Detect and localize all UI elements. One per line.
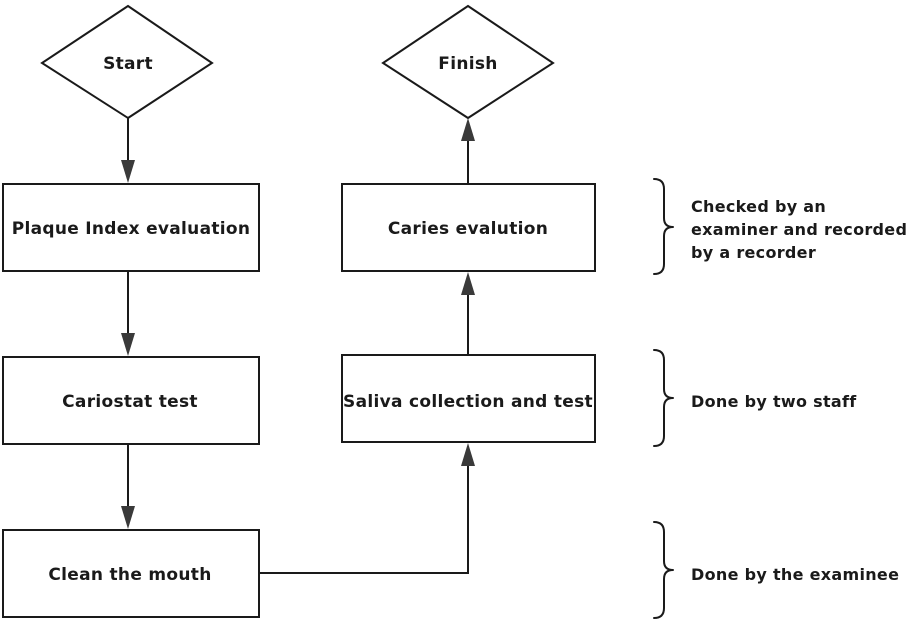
brace-clean — [653, 521, 674, 619]
edge-plaque-to-cariostat — [121, 271, 135, 356]
caries-node: Caries evalution — [341, 183, 596, 272]
plaque-index-label: Plaque Index evaluation — [12, 219, 251, 239]
finish-node: Finish — [381, 4, 555, 120]
brace-saliva — [653, 349, 674, 447]
caries-note-line-3: by a recorder — [691, 243, 816, 262]
finish-label: Finish — [438, 54, 497, 74]
brace-caries — [653, 178, 674, 275]
saliva-label: Saliva collection and test — [343, 392, 593, 412]
clean-annotation: Done by the examinee — [691, 565, 899, 584]
clean-mouth-label: Clean the mouth — [48, 565, 211, 585]
caries-note-line-1: Checked by an — [691, 197, 826, 216]
cariostat-node: Cariostat test — [2, 356, 260, 445]
start-node: Start — [40, 4, 214, 120]
edge-saliva-to-caries — [461, 272, 475, 355]
edge-cariostat-to-clean — [121, 444, 135, 529]
edge-caries-to-finish — [461, 118, 475, 184]
edge-clean-to-saliva — [259, 443, 475, 574]
start-label: Start — [103, 54, 153, 74]
cariostat-label: Cariostat test — [62, 392, 198, 412]
saliva-annotation: Done by two staff — [691, 392, 857, 411]
caries-note-line-2: examiner and recorded — [691, 220, 907, 239]
caries-label: Caries evalution — [388, 219, 548, 239]
clean-mouth-node: Clean the mouth — [2, 529, 260, 618]
edge-start-to-plaque — [121, 118, 135, 183]
plaque-index-node: Plaque Index evaluation — [2, 183, 260, 272]
saliva-node: Saliva collection and test — [341, 354, 596, 443]
caries-annotation: Checked by an examiner and recorded by a… — [691, 197, 907, 262]
